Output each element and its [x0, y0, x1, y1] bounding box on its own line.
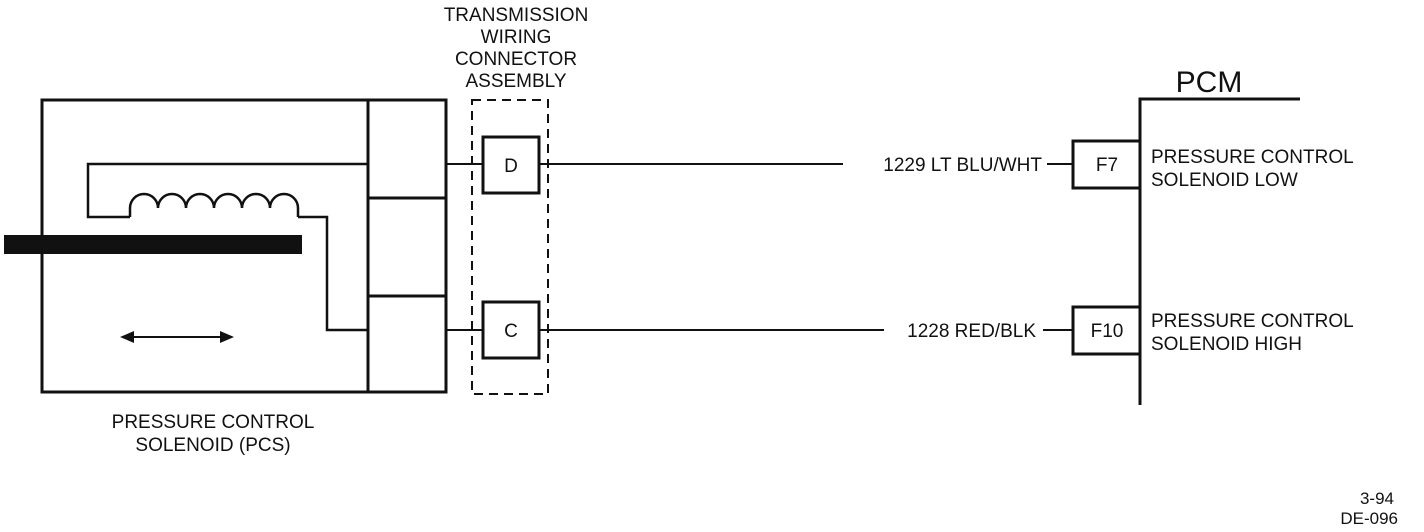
pcm-terminal-f10-label: F10: [1091, 321, 1124, 342]
pcm-terminal-f7-function-line-2: SOLENOID LOW: [1151, 170, 1298, 191]
solenoid-coil-icon: [128, 192, 300, 217]
pressure-control-solenoid: [4, 98, 448, 394]
connector-pin-c-label: C: [504, 321, 518, 342]
footer-date: 3-94: [1360, 489, 1394, 508]
wire-1229-circuit-label: 1229 LT BLU/WHT: [883, 155, 1042, 176]
connector-assembly-outline: [471, 99, 549, 395]
plunger-movement-arrow-icon: [120, 331, 234, 343]
connector-title-line-3: CONNECTOR: [455, 49, 577, 70]
pcm-terminal-f7-function-line-1: PRESSURE CONTROL: [1151, 147, 1354, 168]
pcm-terminal-f7-label: F7: [1096, 155, 1118, 176]
connector-pin-d-box: [481, 135, 541, 195]
connector-pin-d-label: D: [504, 156, 518, 177]
solenoid-caption-line-2: SOLENOID (PCS): [135, 435, 290, 456]
solenoid-caption-line-1: PRESSURE CONTROL: [112, 412, 315, 433]
solenoid-internal-lead-d: [86, 162, 368, 219]
pcm-terminal-f7-box: [1071, 139, 1142, 190]
footer-code: DE-096: [1340, 509, 1398, 528]
pcm-title: PCM: [1176, 66, 1243, 99]
connector-title-line-2: WIRING: [481, 27, 552, 48]
connector-title-line-4: ASSEMBLY: [465, 71, 566, 92]
pcm-terminal-f10-function-line-2: SOLENOID HIGH: [1151, 334, 1302, 355]
pcm-boundary: [1138, 97, 1300, 405]
wire-1228-circuit-label: 1228 RED/BLK: [907, 321, 1036, 342]
solenoid-internal-lead-c: [298, 215, 368, 332]
pcm-terminal-f10-function-line-1: PRESSURE CONTROL: [1151, 311, 1354, 332]
solenoid-plunger: [4, 235, 302, 254]
connector-title-line-1: TRANSMISSION: [444, 5, 589, 26]
pcm-terminal-f10-box: [1071, 305, 1142, 356]
